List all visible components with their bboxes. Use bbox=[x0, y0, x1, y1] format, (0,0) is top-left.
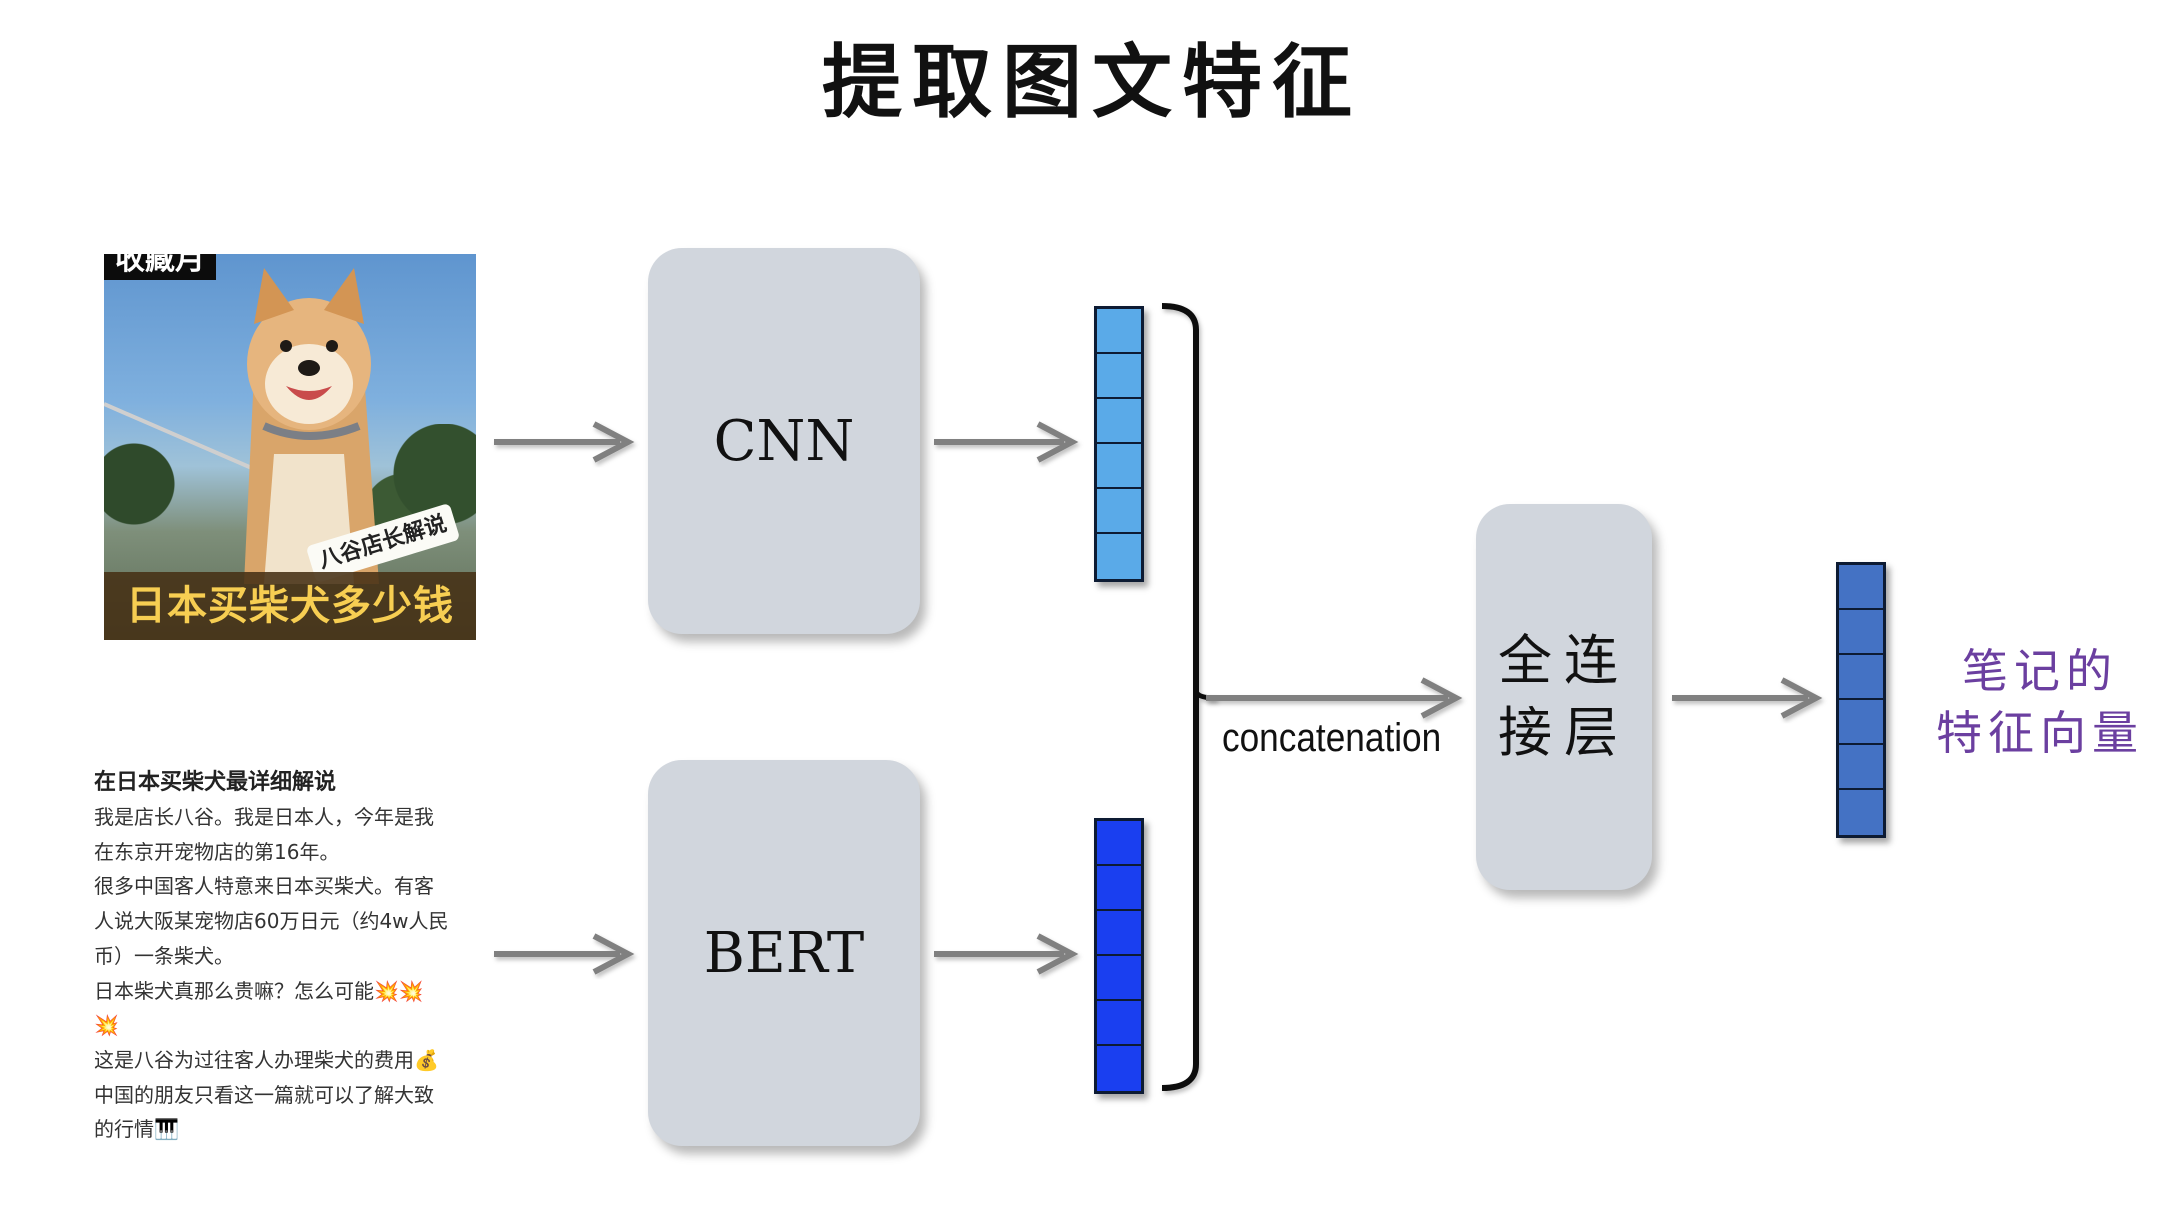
arrow-bert-to-vector bbox=[934, 933, 1079, 975]
vector-cell bbox=[1097, 399, 1141, 444]
note-text-line: 的行情🎹 bbox=[94, 1117, 179, 1142]
bert-box: BERT bbox=[648, 760, 920, 1146]
note-text-line: 💥 bbox=[94, 1013, 119, 1038]
output-label-line-2: 特征向量 bbox=[1936, 706, 2144, 760]
vector-cell bbox=[1097, 911, 1141, 956]
vector-cell bbox=[1097, 534, 1141, 579]
note-text-line: 我是店长八谷。我是日本人，今年是我 bbox=[94, 805, 434, 829]
concatenation-label: concatenation bbox=[1222, 716, 1442, 760]
image-feature-vector bbox=[1094, 306, 1144, 582]
vector-cell bbox=[1839, 790, 1883, 835]
vector-cell bbox=[1097, 866, 1141, 911]
vector-cell bbox=[1839, 700, 1883, 745]
vector-cell bbox=[1097, 309, 1141, 354]
fc-label-line-1: 全连 bbox=[1498, 629, 1630, 692]
vector-cell bbox=[1839, 565, 1883, 610]
arrow-text-to-bert bbox=[494, 933, 635, 975]
note-text-line: 币）一条柴犬。 bbox=[94, 943, 234, 968]
vector-cell bbox=[1097, 489, 1141, 534]
image-caption: 日本买柴犬多少钱 bbox=[104, 572, 476, 640]
output-label: 笔记的 特征向量 bbox=[1930, 640, 2150, 764]
note-text-line: 这是八谷为过往客人办理柴犬的费用💰 bbox=[94, 1047, 439, 1072]
arrow-concat-to-fc bbox=[1206, 677, 1463, 719]
fully-connected-layer-box: 全连 接层 bbox=[1476, 504, 1652, 890]
note-image: 收藏月 八谷店长解说 日本买柴犬多少钱 bbox=[104, 254, 476, 640]
note-text-line: 在东京开宠物店的第16年。 bbox=[94, 839, 340, 864]
vector-cell bbox=[1097, 354, 1141, 399]
note-text: 在日本买柴犬最详细解说 我是店长八谷。我是日本人，今年是我 在东京开宠物店的第1… bbox=[94, 766, 494, 1147]
output-feature-vector bbox=[1836, 562, 1886, 838]
arrow-image-to-cnn bbox=[494, 421, 635, 463]
text-feature-vector bbox=[1094, 818, 1144, 1094]
vector-cell bbox=[1097, 1001, 1141, 1046]
diagram-title: 提取图文特征 bbox=[822, 35, 1362, 129]
cnn-box: CNN bbox=[648, 248, 920, 634]
vector-cell bbox=[1839, 610, 1883, 655]
output-label-line-1: 笔记的 bbox=[1962, 644, 2118, 698]
bert-label: BERT bbox=[703, 920, 865, 986]
corner-tag: 收藏月 bbox=[104, 254, 216, 280]
vector-cell bbox=[1839, 745, 1883, 790]
note-text-line: 日本柴犬真那么贵嘛？怎么可能💥💥 bbox=[94, 978, 424, 1003]
vector-cell bbox=[1097, 956, 1141, 1001]
vector-cell bbox=[1097, 821, 1141, 866]
cnn-label: CNN bbox=[713, 408, 855, 474]
note-text-line: 很多中国客人特意来日本买柴犬。有客 bbox=[94, 874, 434, 899]
vector-cell bbox=[1839, 655, 1883, 700]
note-text-line: 中国的朋友只看这一篇就可以了解大致 bbox=[94, 1082, 434, 1107]
arrow-fc-to-output bbox=[1672, 677, 1823, 719]
arrow-cnn-to-vector bbox=[934, 421, 1079, 463]
fc-label-line-2: 接层 bbox=[1498, 701, 1630, 764]
note-text-line: 人说大阪某宠物店60万日元（约4w人民 bbox=[94, 909, 449, 934]
note-text-title: 在日本买柴犬最详细解说 bbox=[94, 770, 337, 795]
vector-cell bbox=[1097, 1046, 1141, 1091]
vector-cell bbox=[1097, 444, 1141, 489]
